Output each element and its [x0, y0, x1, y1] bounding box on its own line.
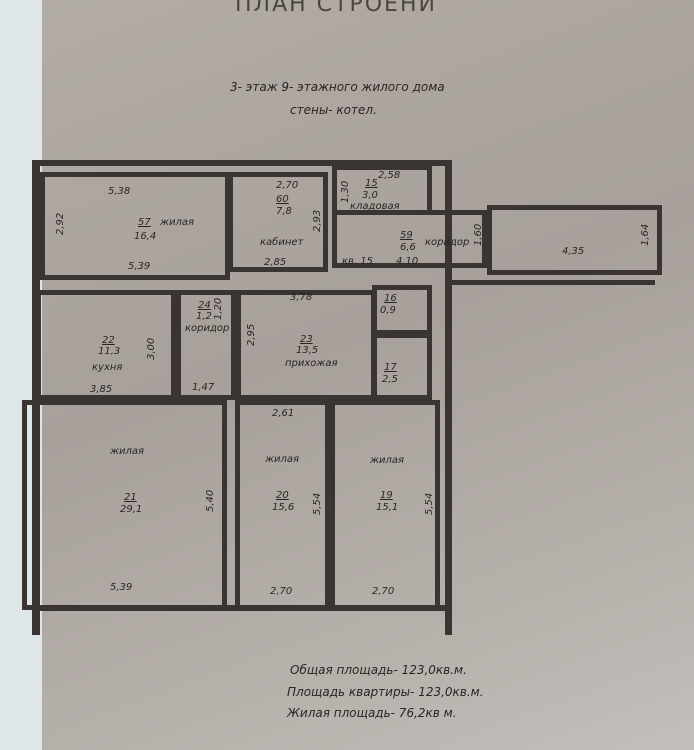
living-area: Жилая площадь- 76,2кв м. [287, 706, 457, 720]
room-number: 15 [365, 178, 378, 189]
room-16 [372, 285, 432, 335]
room-area: 13,5 [296, 345, 319, 356]
room-number: 17 [384, 362, 397, 373]
dim: 2,58 [378, 170, 401, 181]
room-area: 16,4 [134, 231, 157, 242]
room-name: кабинет [260, 237, 304, 248]
dim: 5,54 [312, 492, 323, 515]
dim: 3,85 [90, 384, 113, 395]
dim: 2,70 [372, 586, 395, 597]
dim: 5,38 [108, 186, 131, 197]
dim: 1,47 [192, 382, 215, 393]
apartment-area: Площадь квартиры- 123,0кв.м. [287, 685, 484, 699]
dim: 2,92 [55, 212, 66, 235]
room-number: 59 [400, 230, 413, 241]
room-number: 16 [384, 293, 397, 304]
room-number: 60 [276, 194, 289, 205]
room-name: кухня [92, 362, 123, 373]
room-area: 6,6 [400, 242, 416, 253]
room-number: 22 [102, 335, 115, 346]
dim: 1,30 [340, 180, 351, 203]
dim: 4,35 [562, 246, 585, 257]
subtitle-walls: стены- котел. [290, 103, 377, 117]
room-name: жилая [110, 446, 145, 457]
outer-wall-right [445, 160, 452, 635]
dim: 5,54 [424, 492, 435, 515]
balcony [487, 205, 662, 275]
room-60 [228, 172, 328, 272]
dim: 5,39 [110, 582, 133, 593]
room-area: 7,8 [276, 206, 292, 217]
room-area: 1,2 [196, 311, 212, 322]
room-21 [22, 400, 227, 610]
dim: 2,95 [246, 323, 257, 346]
room-24 [176, 290, 236, 400]
room-59 [332, 210, 487, 268]
dim: 2,93 [312, 209, 323, 232]
dim: 1,60 [473, 223, 484, 246]
dim: 3,00 [146, 337, 157, 360]
dim: 2,85 [264, 257, 287, 268]
room-17 [372, 333, 432, 400]
total-area: Общая площадь- 123,0кв.м. [290, 663, 467, 677]
dim: 3,78 [290, 292, 313, 303]
dim: 5,40 [205, 489, 216, 512]
room-name: жилая [370, 455, 405, 466]
room-name: жилая [160, 217, 195, 228]
floor-plan-sheet [42, 0, 694, 750]
room-20 [235, 400, 330, 610]
apartment-label: кв. 15 [342, 256, 374, 267]
dim: 4,10 [396, 256, 419, 267]
room-19 [330, 400, 440, 610]
room-area: 29,1 [120, 504, 143, 515]
room-area: 11,3 [98, 346, 121, 357]
room-57 [40, 172, 230, 280]
room-area: 0,9 [380, 305, 396, 316]
plan-title: ПЛАН СТРОЕНИ [235, 0, 437, 17]
dim: 2,61 [272, 408, 295, 419]
dim: 2,70 [270, 586, 293, 597]
outer-wall-top [32, 160, 452, 166]
dim: 1,20 [213, 297, 224, 320]
room-area: 2,5 [382, 374, 398, 385]
room-number: 20 [276, 490, 289, 501]
room-name: жилая [265, 454, 300, 465]
room-22 [36, 290, 176, 400]
room-name: коридор [425, 237, 470, 248]
room-number: 24 [198, 300, 211, 311]
exterior-wall-line [445, 280, 655, 285]
room-name: коридор [185, 323, 230, 334]
room-name: прихожая [285, 358, 338, 369]
room-number: 23 [300, 334, 313, 345]
room-area: 15,1 [376, 502, 399, 513]
dim: 2,70 [276, 180, 299, 191]
room-area: 15,6 [272, 502, 295, 513]
room-area: 3,0 [362, 190, 378, 201]
room-number: 19 [380, 490, 393, 501]
dim: 1,64 [640, 223, 651, 246]
room-number: 57 [138, 217, 151, 228]
room-number: 21 [124, 492, 137, 503]
room-name: кладовая [350, 201, 400, 212]
dim: 5,39 [128, 261, 151, 272]
subtitle-floor: 3- этаж 9- этажного жилого дома [230, 80, 445, 94]
